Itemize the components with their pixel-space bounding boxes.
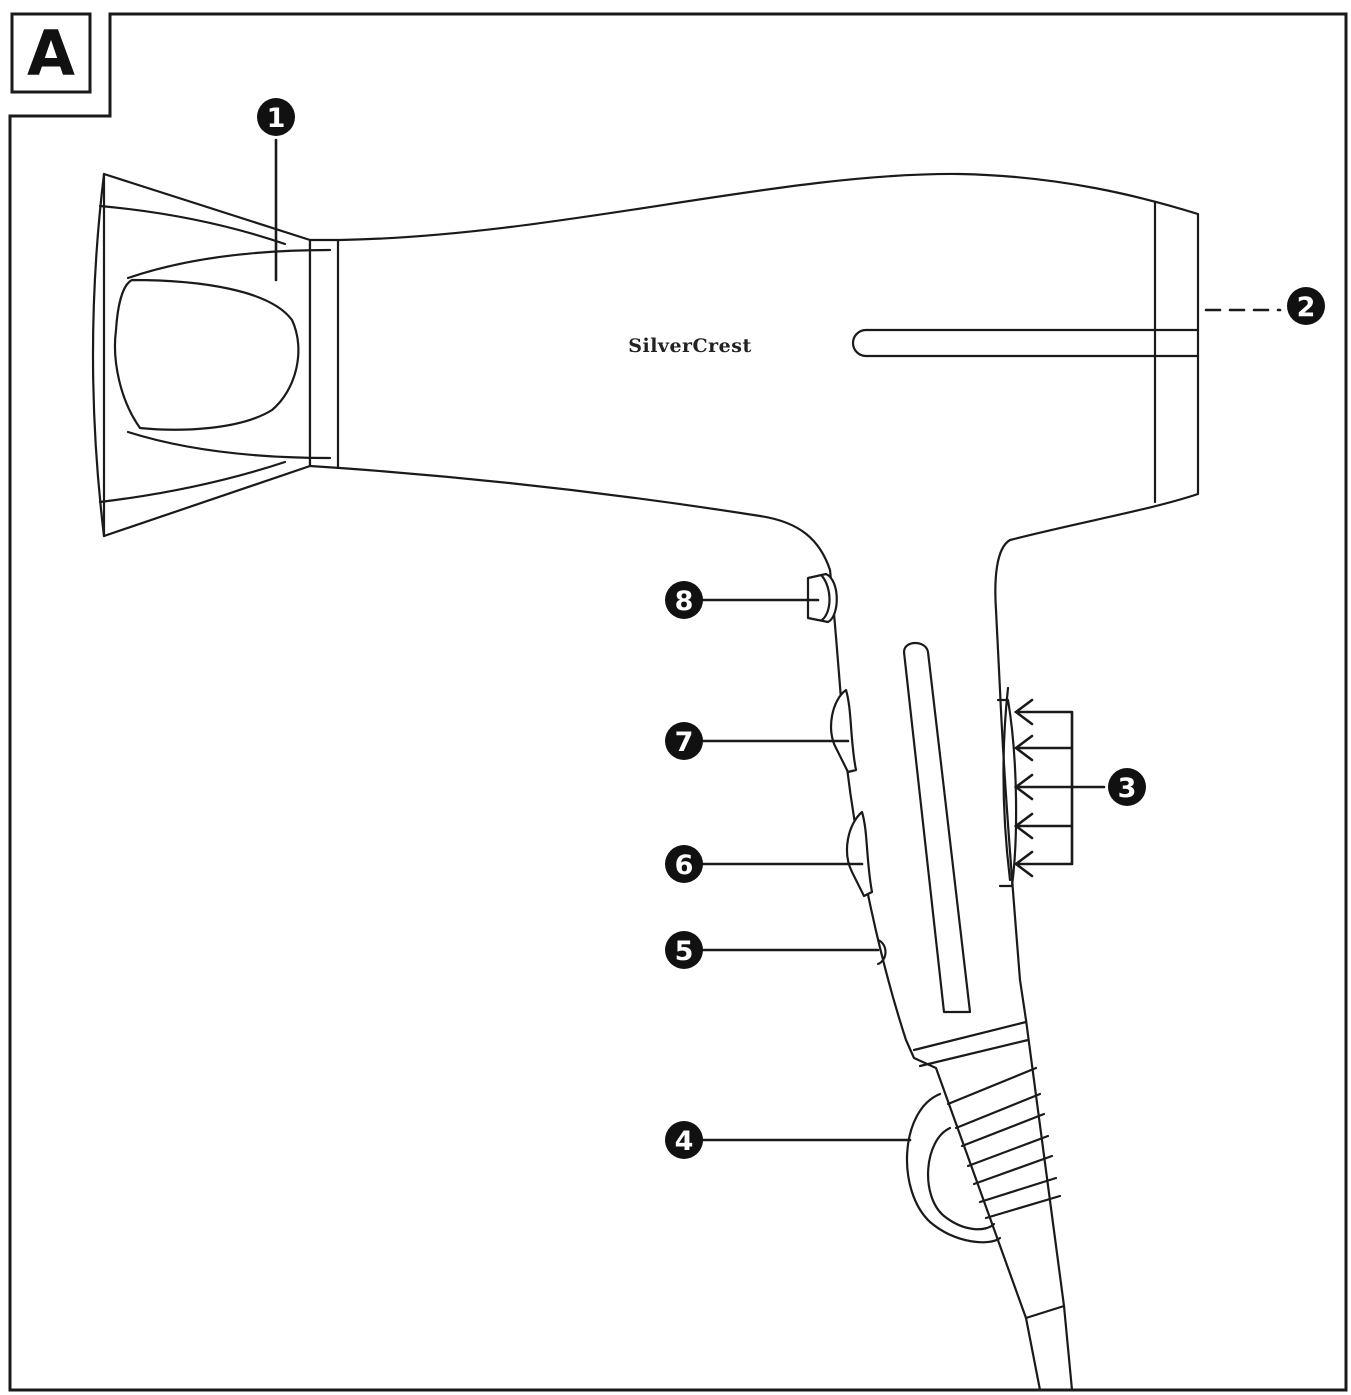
callout-5-label: 5 xyxy=(675,936,694,967)
callout-6-label: 6 xyxy=(675,850,694,881)
panel-label: A xyxy=(10,12,92,94)
leader-lines xyxy=(274,138,1282,1142)
callout-4-label: 4 xyxy=(675,1126,694,1157)
cool-shot-button xyxy=(806,572,838,624)
heat-switch xyxy=(829,688,858,774)
dryer-body xyxy=(113,172,1200,1320)
cord-guard xyxy=(912,1020,1074,1392)
callout-7: 7 xyxy=(665,722,703,760)
callout-5: 5 xyxy=(665,931,703,969)
callout-8: 8 xyxy=(665,581,703,619)
leader-line-3 xyxy=(1016,710,1106,866)
callout-markers: 1 2 3 4 5 6 7 8 xyxy=(257,98,1325,1159)
speed-switch xyxy=(845,810,874,898)
callout-1: 1 xyxy=(257,98,295,136)
callout-6: 6 xyxy=(665,845,703,883)
callout-7-label: 7 xyxy=(675,727,694,758)
hanging-loop xyxy=(905,1092,1002,1244)
callout-4: 4 xyxy=(665,1121,703,1159)
callout-2: 2 xyxy=(1287,287,1325,325)
callout-1-label: 1 xyxy=(267,103,286,134)
callout-3: 3 xyxy=(1108,768,1146,806)
figure-frame xyxy=(8,12,1348,1392)
callout-2-label: 2 xyxy=(1297,292,1316,323)
brand-logo: SilverCrest xyxy=(628,335,752,357)
air-intake-vents xyxy=(996,698,1018,888)
handle-grip xyxy=(902,641,972,1014)
ion-indicator xyxy=(876,938,887,966)
callout-8-label: 8 xyxy=(675,586,694,617)
callout-3-label: 3 xyxy=(1118,773,1137,804)
panel-label-text: A xyxy=(27,17,75,90)
